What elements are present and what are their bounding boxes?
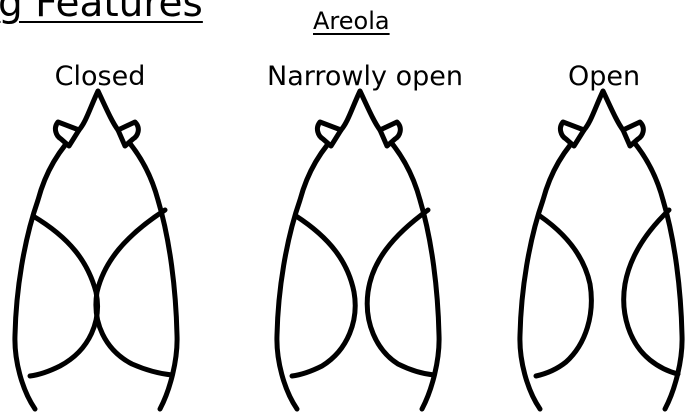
- wing-left-open: [560, 122, 584, 146]
- wing-left-closed: [55, 122, 79, 146]
- thorax-narrowly-open: [277, 91, 439, 409]
- wing-right-narrowly-open: [380, 122, 400, 146]
- areola-right-closed: [96, 210, 172, 375]
- areola-left-closed: [30, 216, 98, 376]
- areola-right-narrowly-open: [367, 210, 434, 375]
- areola-left-open: [536, 216, 591, 376]
- body-outline-closed: [15, 91, 177, 409]
- thorax-open: [520, 91, 682, 409]
- areola-left-narrowly-open: [292, 216, 355, 376]
- thorax-closed: [15, 91, 177, 409]
- body-outline-open: [520, 91, 682, 409]
- wing-right-closed: [118, 122, 138, 146]
- body-outline-narrowly-open: [277, 91, 439, 409]
- wing-right-open: [623, 122, 643, 146]
- wing-left-narrowly-open: [317, 122, 341, 146]
